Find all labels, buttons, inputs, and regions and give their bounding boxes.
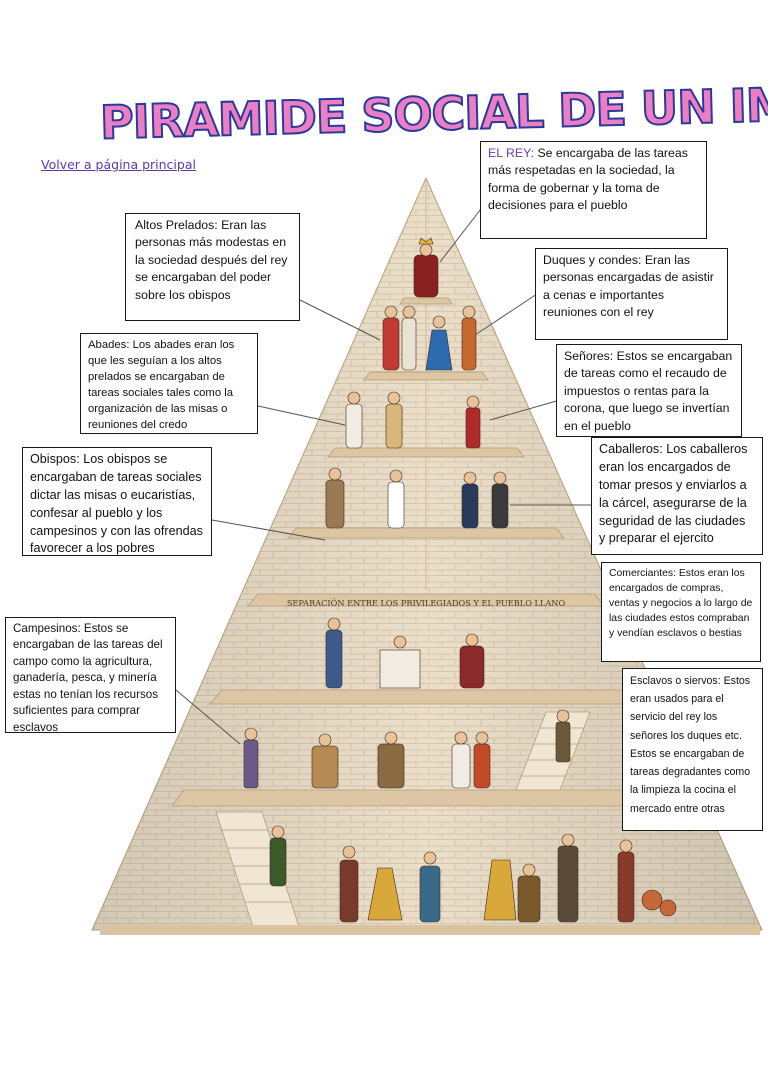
- merchant-figures: [325, 617, 485, 689]
- prelate-figures: [382, 305, 417, 371]
- connector-lines: [175, 204, 591, 745]
- noble-figures: [425, 305, 477, 371]
- box-rey: EL REY: Se encargaba de las tareas más r…: [480, 141, 707, 239]
- separation-label: SEPARACIÓN ENTRE LOS PRIVILEGIADOS Y EL …: [287, 598, 566, 608]
- craftsman-figures: [243, 709, 571, 789]
- tier-floors: [171, 297, 681, 807]
- box-senores: Señores: Estos se encargaban de tareas c…: [556, 344, 742, 437]
- box-obispos-text: Obispos: Los obispos se encargaban de ta…: [30, 452, 203, 556]
- peasant-figures: [269, 825, 677, 923]
- box-esclavos-text: Esclavos o siervos: Estos eran usados pa…: [630, 675, 751, 815]
- box-rey-lead: EL REY:: [488, 146, 535, 160]
- box-obispos: Obispos: Los obispos se encargaban de ta…: [22, 447, 212, 556]
- box-esclavos: Esclavos o siervos: Estos eran usados pa…: [622, 668, 763, 831]
- box-senores-text: Señores: Estos se encargaban de tareas c…: [564, 349, 733, 433]
- box-altos-prelados: Altos Prelados: Eran las personas más mo…: [125, 213, 300, 321]
- box-abades: Abades: Los abades eran los que les segu…: [80, 333, 258, 434]
- box-caballeros-text: Caballeros: Los caballeros eran los enca…: [599, 442, 748, 546]
- bishop-figures: [325, 467, 405, 529]
- lord-figures: [465, 395, 481, 449]
- box-abades-text: Abades: Los abades eran los que les segu…: [88, 339, 235, 432]
- box-caballeros: Caballeros: Los caballeros eran los enca…: [591, 437, 763, 555]
- king-figure: [413, 237, 439, 298]
- abbot-figures: [345, 391, 403, 449]
- box-comerciantes-text: Comerciantes: Estos eran los encargados …: [609, 568, 753, 640]
- box-duques-condes: Duques y condes: Eran las personas encar…: [535, 248, 728, 340]
- ground: [100, 925, 760, 935]
- box-comerciantes: Comerciantes: Estos eran los encargados …: [601, 562, 761, 662]
- box-campesinos: Campesinos: Estos se encargaban de las t…: [5, 617, 176, 734]
- box-altos-prelados-text: Altos Prelados: Eran las personas más mo…: [135, 218, 288, 302]
- box-rey-text: Se encargaba de las tareas más respetada…: [488, 146, 688, 213]
- box-duques-condes-text: Duques y condes: Eran las personas encar…: [543, 253, 714, 320]
- figures: [243, 237, 677, 923]
- back-to-main-link[interactable]: Volver a página principal: [41, 157, 196, 172]
- box-campesinos-text: Campesinos: Estos se encargaban de las t…: [13, 622, 163, 734]
- knight-figures: [461, 471, 509, 529]
